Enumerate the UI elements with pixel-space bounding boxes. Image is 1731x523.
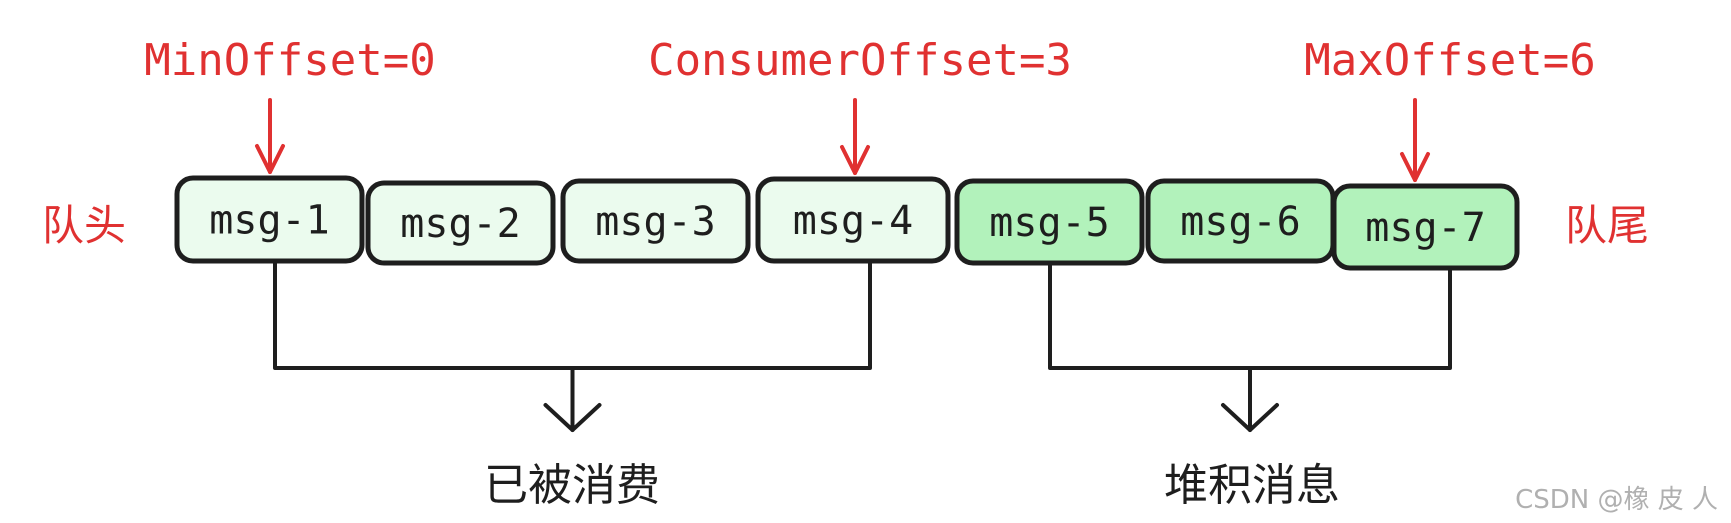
message-label: msg-6	[1180, 199, 1300, 245]
group-brackets: 已被消费 堆积消息	[273, 261, 1452, 511]
group-bracket-line	[273, 261, 872, 370]
message-box-shape	[954, 178, 1145, 266]
message-label: msg-5	[989, 200, 1109, 246]
group-bracket-line	[1048, 263, 1452, 370]
message-box: msg-1	[174, 175, 365, 264]
offset-pointer-label: MaxOffset=6	[1304, 35, 1595, 86]
group-label: 已被消费	[484, 460, 660, 511]
offset-pointer: ConsumerOffset=3	[648, 35, 1072, 175]
message-box-shape	[560, 178, 751, 264]
message-boxes: msg-1 msg-2 msg-3 msg-4 msg-5 msg-6 msg-7	[174, 175, 1520, 271]
message-label: msg-7	[1365, 205, 1485, 251]
watermark: CSDN @橡 皮 人	[1515, 485, 1718, 515]
message-label: msg-1	[209, 198, 329, 244]
offset-pointer-label: MinOffset=0	[144, 35, 435, 86]
offset-pointer-label: ConsumerOffset=3	[648, 35, 1072, 86]
group-bracket: 已被消费	[273, 261, 872, 511]
group-label: 堆积消息	[1164, 460, 1340, 511]
offset-pointer-arrow-head	[255, 144, 285, 174]
message-label: msg-4	[793, 198, 913, 244]
message-box: msg-3	[560, 178, 751, 264]
offset-pointer-arrow-head	[1400, 152, 1430, 182]
offset-pointer-arrow-head	[840, 145, 870, 175]
message-label: msg-3	[595, 199, 715, 245]
message-box: msg-7	[1331, 183, 1520, 271]
message-box: msg-6	[1145, 178, 1336, 264]
message-box: msg-4	[755, 176, 951, 264]
group-bracket: 堆积消息	[1048, 263, 1452, 511]
message-box-shape	[755, 176, 951, 264]
message-box: msg-5	[954, 178, 1145, 266]
queue-tail-label: 队尾	[1565, 201, 1649, 250]
queue-head-label: 队头	[42, 201, 126, 250]
message-box-shape	[1331, 183, 1520, 271]
offset-pointer: MinOffset=0	[144, 35, 436, 174]
offset-pointer: MaxOffset=6	[1304, 35, 1596, 182]
message-label: msg-2	[400, 201, 520, 247]
message-box: msg-2	[365, 180, 556, 266]
group-arrow-head	[1221, 403, 1279, 432]
offset-pointers: MinOffset=0 ConsumerOffset=3 MaxOffset=6	[144, 35, 1596, 182]
message-box-shape	[365, 180, 556, 266]
group-arrow-head	[543, 403, 602, 432]
message-box-shape	[174, 175, 365, 264]
